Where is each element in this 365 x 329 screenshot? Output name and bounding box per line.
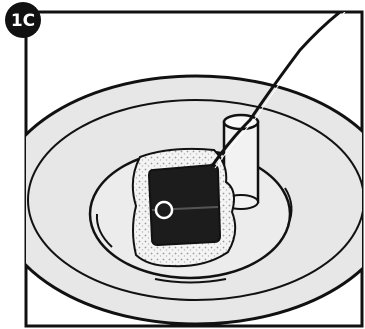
- device-button: [154, 200, 174, 220]
- cable-line: [210, 12, 341, 167]
- step-number-badge: 1C: [5, 2, 41, 38]
- platform-edge-left: [95, 213, 113, 248]
- step-label: 1C: [11, 11, 35, 31]
- device-body: [147, 163, 222, 247]
- platform-edge-right: [284, 187, 293, 226]
- platform-edge-bottom: [154, 278, 227, 284]
- dish-rim-line: [27, 99, 362, 301]
- cable-highlight: [214, 12, 346, 169]
